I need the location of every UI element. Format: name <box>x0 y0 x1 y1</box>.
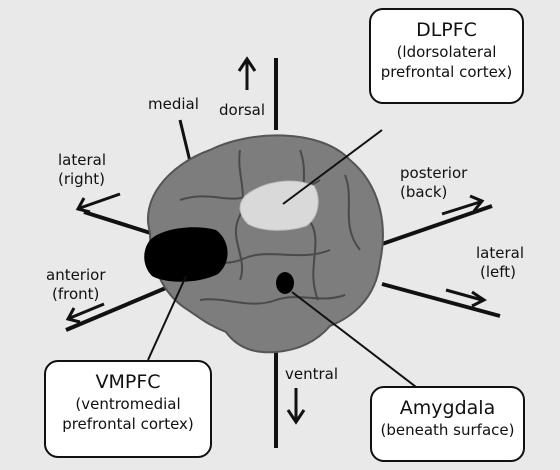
vmpfc-title: VMPFC <box>95 371 161 393</box>
brain-sulcus-5 <box>199 294 346 305</box>
lateral-left-axis <box>381 282 501 318</box>
amygdala-callout: Amygdala (beneath surface) <box>370 386 525 462</box>
vmpfc-pointer-line <box>147 275 187 361</box>
ventral-arrow-icon <box>286 388 306 425</box>
amygdala-title: Amygdala <box>399 397 496 419</box>
vmpfc-subtitle-line1: (ventromedial <box>75 395 181 413</box>
lateral-right-label-line2: (right) <box>58 170 105 188</box>
medial-label: medial <box>148 95 199 113</box>
brain-sulcus-4 <box>299 149 319 301</box>
brain-sulcus-6 <box>344 174 361 251</box>
lateral-right-axis <box>83 210 161 238</box>
lateral-left-label: lateral (left) <box>476 244 524 282</box>
posterior-label-line2: (back) <box>400 183 448 201</box>
lateral-right-label-line1: lateral <box>58 151 106 169</box>
brain-sulcus-3 <box>234 149 244 281</box>
posterior-label: posterior (back) <box>400 164 467 202</box>
anterior-label-line2: (front) <box>52 285 100 303</box>
lateral-left-arrow-icon <box>445 288 487 308</box>
amygdala-region <box>276 272 294 294</box>
dlpfc-title: DLPFC <box>416 19 477 41</box>
anterior-axis <box>65 280 181 332</box>
lateral-left-label-line2: (left) <box>480 263 516 281</box>
vmpfc-region <box>144 227 228 282</box>
lateral-left-label-line1: lateral <box>476 244 524 262</box>
lateral-right-arrow-icon <box>75 192 121 214</box>
posterior-axis <box>381 204 493 246</box>
posterior-label-line1: posterior <box>400 164 468 182</box>
vmpfc-callout: VMPFC (ventromedial prefrontal cortex) <box>44 360 212 458</box>
amygdala-subtitle: (beneath surface) <box>380 421 515 439</box>
dlpfc-pointer-line <box>282 129 383 205</box>
lateral-right-label: lateral (right) <box>58 151 106 189</box>
posterior-arrow-icon <box>441 194 485 216</box>
brain-image <box>144 134 384 354</box>
dorsal-label: dorsal <box>219 101 266 119</box>
dlpfc-callout: DLPFC (ldorsolateral prefrontal cortex) <box>369 8 524 104</box>
anterior-label: anterior (front) <box>46 266 106 304</box>
anterior-arrow-icon <box>65 302 105 324</box>
anterior-label-line1: anterior <box>46 266 106 284</box>
dlpfc-subtitle-line1: (ldorsolateral <box>396 43 497 61</box>
ventral-label: ventral <box>285 365 339 383</box>
amygdala-pointer-line <box>291 291 421 391</box>
vmpfc-subtitle-line2: prefrontal cortex) <box>62 415 194 433</box>
dorsal-arrow-icon <box>237 56 257 90</box>
dlpfc-subtitle-line2: prefrontal cortex) <box>380 63 513 81</box>
